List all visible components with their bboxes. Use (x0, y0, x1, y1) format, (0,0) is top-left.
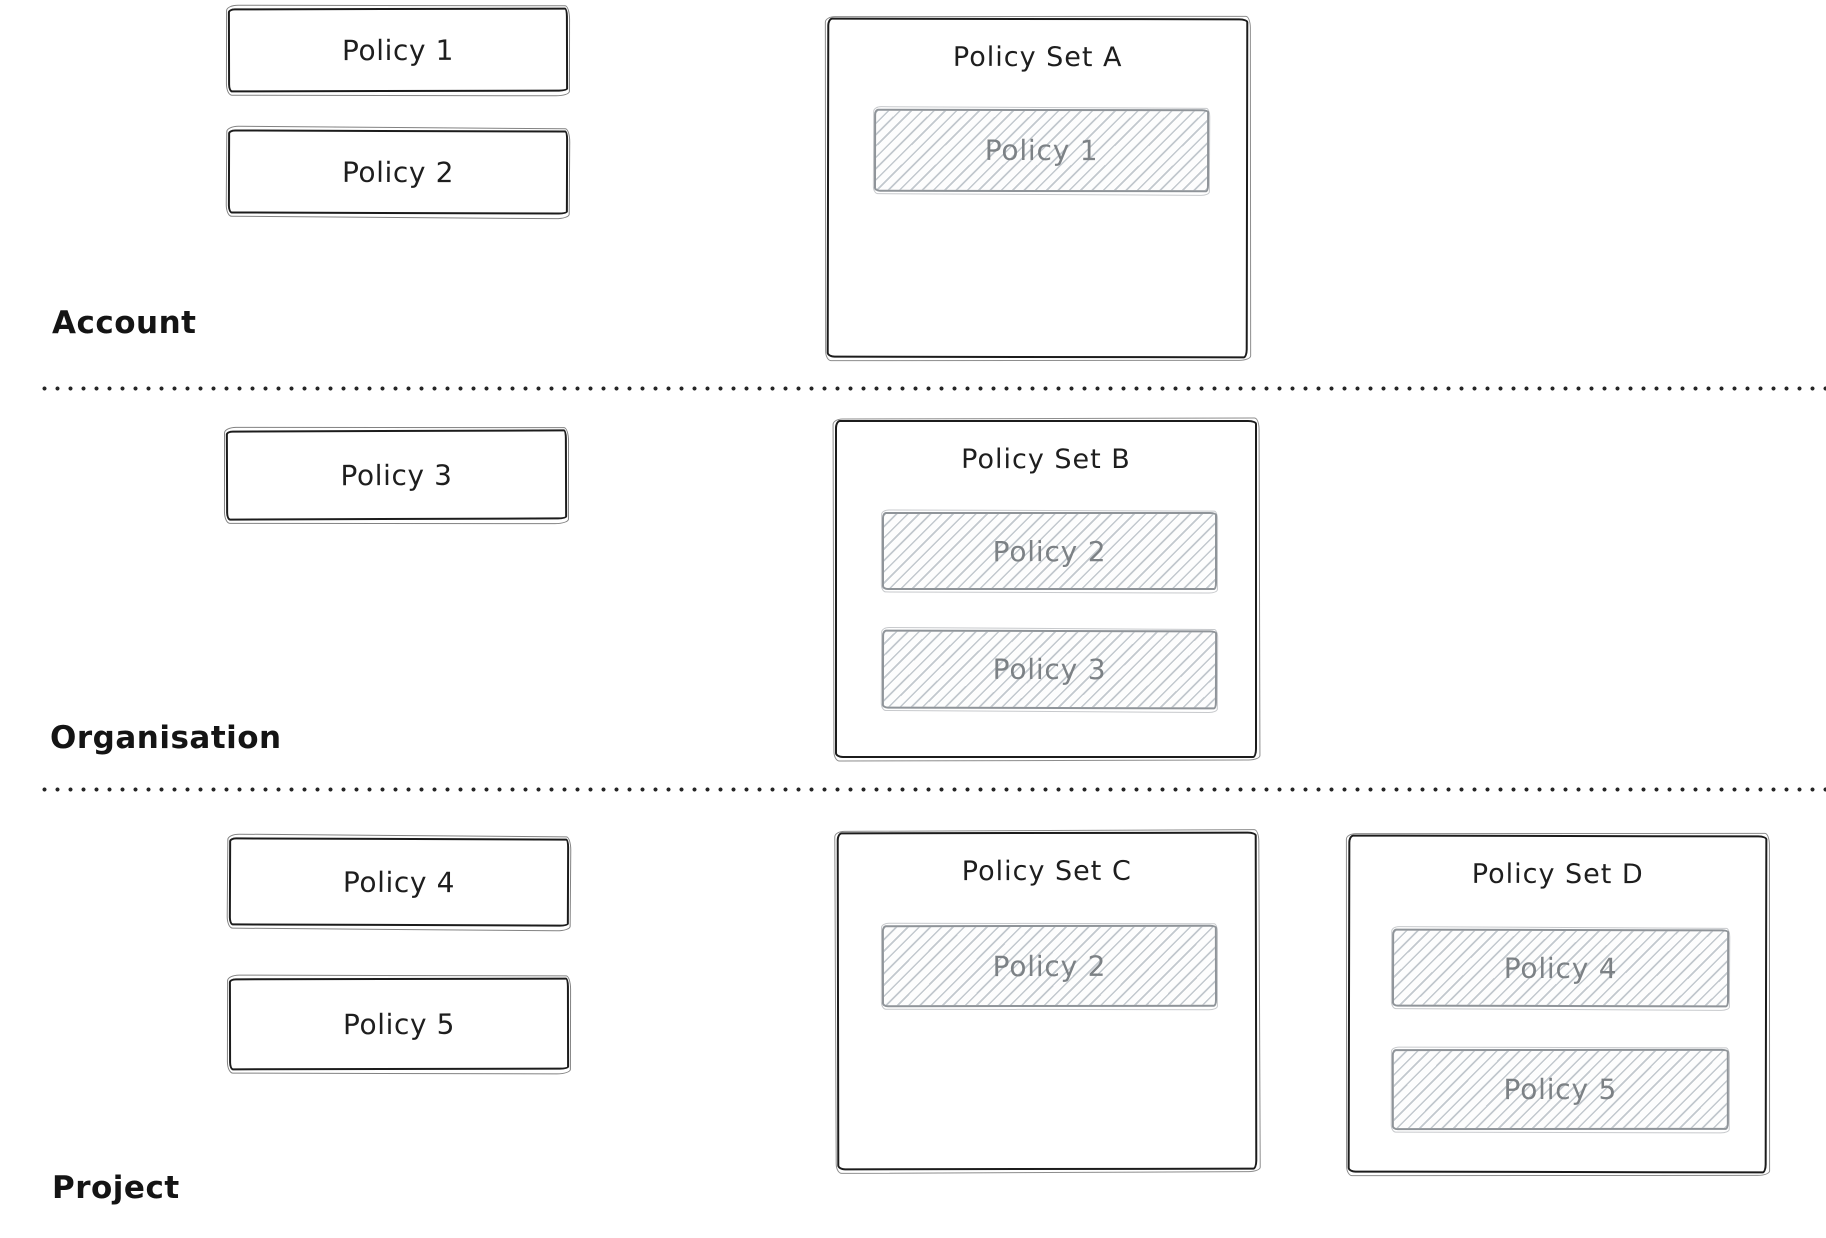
policy-set-title: Policy Set A (952, 41, 1123, 74)
policy-set-member: Policy 2 (882, 512, 1217, 590)
policy-box-label: Policy 1 (341, 33, 455, 67)
policy-2-box: Policy 2 (227, 129, 569, 215)
policy-5-box: Policy 5 (228, 977, 570, 1071)
policy-chip-label: Policy 2 (992, 534, 1107, 568)
section-divider (38, 787, 1826, 792)
policy-box-label: Policy 3 (340, 458, 453, 492)
section-label-organisation: Organisation (50, 720, 282, 756)
policy-box-label: Policy 4 (342, 865, 456, 899)
policy-set-title: Policy Set C (961, 855, 1132, 888)
policy-set-member: Policy 3 (881, 629, 1218, 710)
policy-set-member: Policy 1 (873, 108, 1210, 193)
policy-4-box: Policy 4 (228, 837, 570, 927)
policy-set-title: Policy Set D (1471, 858, 1644, 891)
policy-set-d: Policy Set D Policy 4 Policy 5 (1347, 834, 1768, 1174)
policy-chip-label: Policy 3 (992, 652, 1107, 687)
section-divider (38, 386, 1826, 391)
section-label-project: Project (52, 1170, 180, 1206)
section-label-account: Account (52, 305, 197, 341)
policy-set-a: Policy Set A Policy 1 (826, 17, 1249, 359)
policy-set-b: Policy Set B Policy 2 Policy 3 (835, 420, 1257, 758)
policy-chip-label: Policy 5 (1503, 1072, 1618, 1107)
policy-chip-label: Policy 1 (984, 133, 1099, 168)
policy-set-member: Policy 5 (1391, 1048, 1729, 1131)
policy-set-member: Policy 4 (1391, 928, 1730, 1008)
policy-set-c: Policy Set C Policy 2 (836, 831, 1258, 1171)
policy-box-label: Policy 5 (342, 1007, 456, 1041)
policy-chip-label: Policy 4 (1503, 951, 1618, 985)
policy-3-box: Policy 3 (225, 429, 568, 521)
policy-set-title: Policy Set B (961, 444, 1131, 475)
policy-chip-label: Policy 2 (992, 949, 1107, 983)
policy-1-box: Policy 1 (227, 7, 569, 93)
policy-set-member: Policy 2 (881, 924, 1218, 1008)
policy-box-label: Policy 2 (341, 155, 455, 189)
